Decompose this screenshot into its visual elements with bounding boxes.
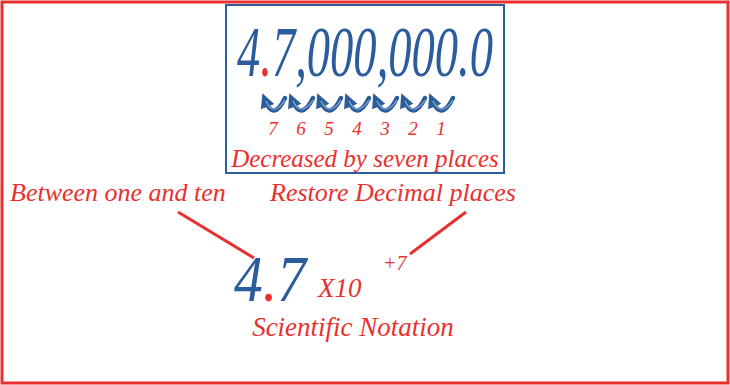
arrow-highlight bbox=[321, 100, 341, 109]
power-base: X10 bbox=[318, 275, 362, 302]
shift-arrow bbox=[348, 98, 369, 111]
step-number: 4 bbox=[352, 119, 362, 138]
arrow-highlight bbox=[405, 100, 425, 109]
exponent: +7 bbox=[383, 253, 407, 273]
shift-arrow bbox=[320, 98, 341, 111]
callout-text: Between one and ten bbox=[10, 180, 226, 206]
callout-text: Restore Decimal places bbox=[270, 180, 516, 206]
step-number: 1 bbox=[436, 119, 446, 138]
step-number: 5 bbox=[324, 119, 334, 138]
step-number: 2 bbox=[408, 119, 418, 138]
arrow-highlight bbox=[266, 100, 285, 109]
coefficient: 4.7 bbox=[234, 246, 306, 312]
number-box: 4.7,000,000.0Decreased by seven places bbox=[225, 4, 505, 174]
caption-text: Decreased by seven places bbox=[231, 146, 499, 171]
arrow-highlight bbox=[377, 100, 397, 109]
arrow-highlight bbox=[349, 100, 369, 109]
decimal-shift-arrows bbox=[265, 98, 453, 111]
shift-arrow bbox=[432, 98, 453, 111]
leader-line bbox=[410, 212, 466, 254]
title-text: Scientific Notation bbox=[252, 314, 454, 341]
step-number: 7 bbox=[268, 119, 278, 138]
shift-arrow bbox=[292, 98, 313, 111]
shift-arrow bbox=[376, 98, 397, 111]
shift-arrow bbox=[404, 98, 425, 111]
shift-arrow bbox=[265, 98, 285, 111]
arrow-highlight bbox=[293, 100, 313, 109]
step-number: 3 bbox=[380, 119, 390, 138]
large-number: 4.7,000,000.0 bbox=[237, 16, 493, 88]
step-number: 6 bbox=[296, 119, 306, 138]
arrow-highlight bbox=[433, 100, 453, 109]
